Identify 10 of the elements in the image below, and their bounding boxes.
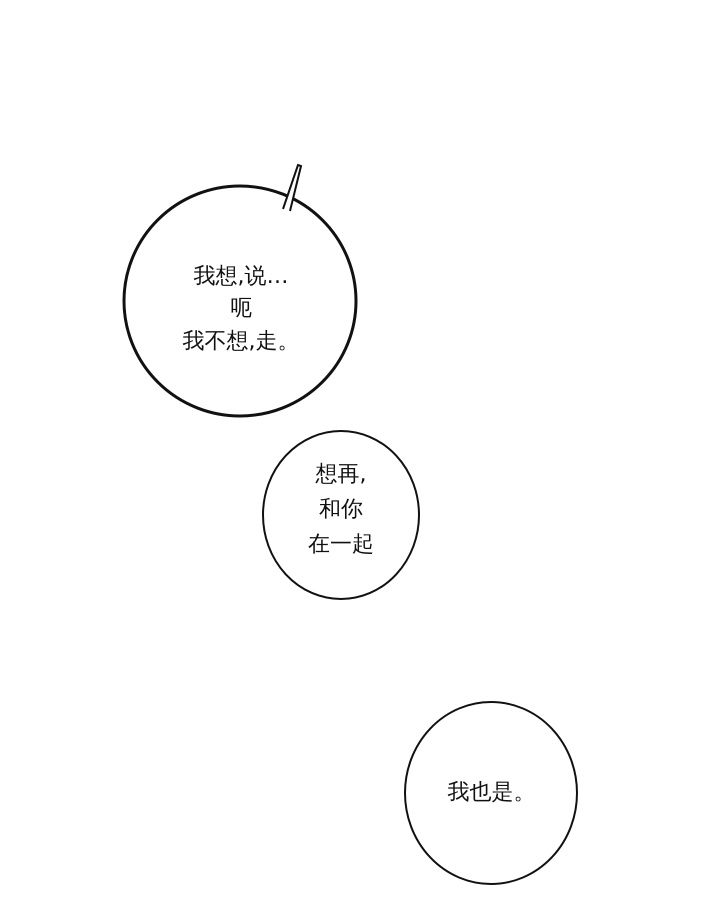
speech-text: 想再, [314,462,368,488]
speech-text: 我也是。 [446,780,536,806]
speech-text: 和你 [318,497,364,523]
speech-text: 我想,说… [192,264,290,290]
speech-bubble [261,430,421,601]
speech-bubble [122,163,360,420]
speech-text: 呃 [229,296,253,322]
speech-bubble [404,700,579,886]
speech-text: 我不想,走。 [182,329,300,355]
speech-text: 在一起 [307,532,375,558]
